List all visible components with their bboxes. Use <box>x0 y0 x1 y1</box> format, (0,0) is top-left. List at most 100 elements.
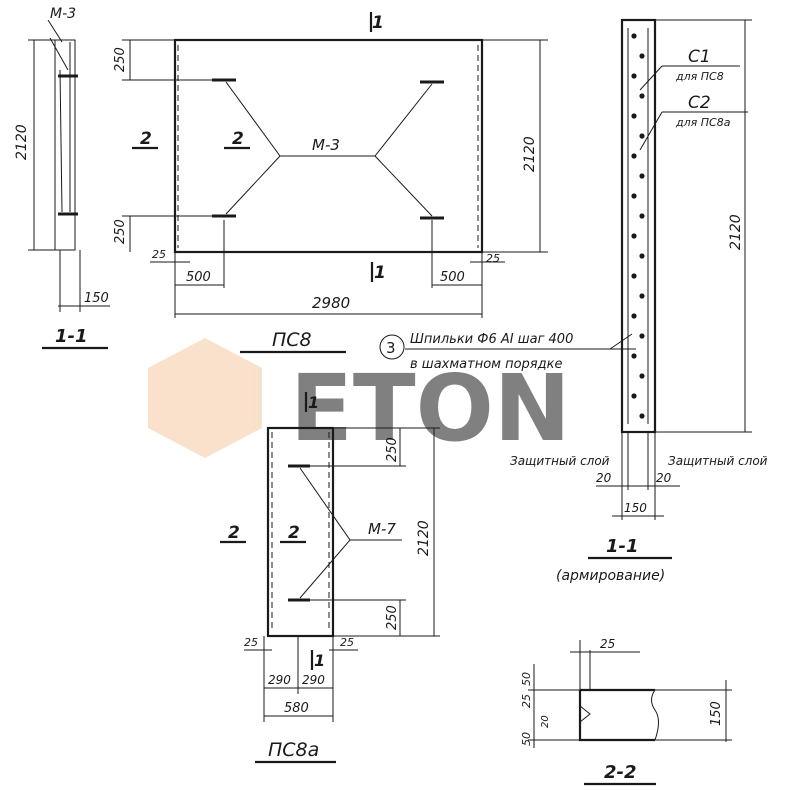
cover-right-label: Защитный слой <box>668 454 768 468</box>
loop-leader <box>374 155 433 217</box>
dim-top: 25 <box>600 637 615 651</box>
panel-ps8a: М-7 1 1 2 2 250 250 2120 25 25 290 290 5… <box>220 392 440 764</box>
dim-right-edge: 25 <box>340 636 354 649</box>
side-mark-left: 2 <box>140 129 152 149</box>
rebar-dot <box>631 393 637 399</box>
loop-label: М-3 <box>312 136 340 154</box>
loop-label: М-7 <box>368 520 396 538</box>
loop-label: М-3 <box>50 6 76 22</box>
dim-top: 250 <box>113 47 128 72</box>
rebar-dot <box>639 133 645 139</box>
c1-label: С1 <box>688 47 711 67</box>
section-1-1-left: М-3 2120 150 1-1 <box>14 6 110 350</box>
c2-note: для ПС8а <box>675 116 731 129</box>
leader-line <box>47 19 63 43</box>
rebar-dot <box>639 53 645 59</box>
rebar-dot <box>631 273 637 279</box>
section-mark-top: 1 <box>372 13 384 33</box>
dim-height: 2120 <box>14 124 30 160</box>
rebar-dot <box>631 193 637 199</box>
cover-left-label: Защитный слой <box>510 454 610 468</box>
section-mark-top: 1 <box>308 393 319 412</box>
dim-d2: 25 <box>520 694 533 708</box>
loop-leader <box>225 155 281 215</box>
section-outline <box>620 18 657 434</box>
dim-left: 500 <box>186 270 211 285</box>
dim-half-right: 290 <box>302 673 325 687</box>
dim-width: 2980 <box>312 294 350 312</box>
cover-right-text: Защитный слой <box>668 454 768 468</box>
dim-right-edge: 25 <box>486 252 500 265</box>
dim-right: 500 <box>440 270 465 285</box>
loop-m3-line <box>59 69 63 213</box>
dim-d4: 50 <box>520 732 533 746</box>
dim-half-left: 290 <box>268 673 291 687</box>
panel-title: ПС8а <box>268 739 319 761</box>
section-outline <box>578 688 655 742</box>
dim-d1: 50 <box>520 672 533 686</box>
dim-height: 2120 <box>728 214 744 250</box>
rebar-dots <box>631 33 645 419</box>
dim-d3: 20 <box>540 715 551 728</box>
rebar-dot <box>639 293 645 299</box>
dim-height: 2120 <box>522 136 538 172</box>
loop-leader <box>225 81 433 157</box>
panel-outline <box>173 38 484 254</box>
note-number: 3 <box>386 339 396 357</box>
break-line <box>651 689 659 741</box>
section-title: 1-1 <box>55 326 88 347</box>
dim-cover-left: 20 <box>596 471 612 485</box>
rebar-dot <box>631 73 637 79</box>
cover-left-text: Защитный слой <box>510 454 610 468</box>
rebar-dot <box>639 93 645 99</box>
section-mark-bottom: 1 <box>374 263 386 283</box>
c2-label: С2 <box>688 93 711 113</box>
dim-height: 150 <box>709 701 724 726</box>
rebar-dot <box>631 33 637 39</box>
rebar-dot <box>631 353 637 359</box>
c1-note: для ПС8 <box>675 70 724 83</box>
section-title: 2-2 <box>604 762 637 783</box>
section-reinforcement: С1 для ПС8 С2 для ПС8а 2120 Защитный сло… <box>510 18 768 584</box>
rebar-dot <box>639 413 645 419</box>
rebar-dot <box>639 373 645 379</box>
rebar-dot <box>639 253 645 259</box>
side-mark-inner: 2 <box>288 523 300 543</box>
section-2-2: 25 50 25 20 50 150 2-2 <box>520 637 732 786</box>
rebar-dot <box>631 313 637 319</box>
dim-width: 580 <box>284 701 309 716</box>
note-line-2: в шахматном порядке <box>410 357 562 372</box>
loop-leader <box>299 467 351 599</box>
panel-outline <box>266 426 335 638</box>
note-number-circle <box>379 334 405 360</box>
rebar-dot <box>639 333 645 339</box>
dim-top: 250 <box>385 437 400 462</box>
c1-leader <box>639 65 663 91</box>
dim-height: 2120 <box>416 520 432 556</box>
panel-ps8: М-3 1 1 2 2 250 250 2120 25 25 500 500 <box>113 12 548 354</box>
section-mark-bottom: 1 <box>314 651 325 670</box>
note-callout: 3 Шпильки Ф6 АI шаг 400 в шахматном поря… <box>379 332 636 372</box>
side-mark-left: 2 <box>228 523 240 543</box>
watermark-text: ETON <box>290 355 571 462</box>
rebar-dot <box>639 213 645 219</box>
note-line-1: Шпильки Ф6 АI шаг 400 <box>410 332 573 347</box>
section-subtitle: (армирование) <box>556 568 665 584</box>
c2-leader <box>639 111 663 151</box>
dim-left-edge: 25 <box>152 248 166 261</box>
watermark: ETON <box>148 338 571 462</box>
rebar-dot <box>639 173 645 179</box>
side-mark-inner: 2 <box>232 129 244 149</box>
rebar-dot <box>631 153 637 159</box>
dim-bottom: 250 <box>113 219 128 244</box>
rebar-dot <box>631 113 637 119</box>
groove <box>579 705 591 723</box>
dim-thickness: 150 <box>84 291 109 306</box>
rebar-dot <box>631 233 637 239</box>
dim-left-edge: 25 <box>244 636 258 649</box>
section-outline <box>54 39 76 251</box>
section-title: 1-1 <box>606 536 639 557</box>
dim-thickness: 150 <box>624 501 647 515</box>
loop-m3-line <box>49 37 69 71</box>
